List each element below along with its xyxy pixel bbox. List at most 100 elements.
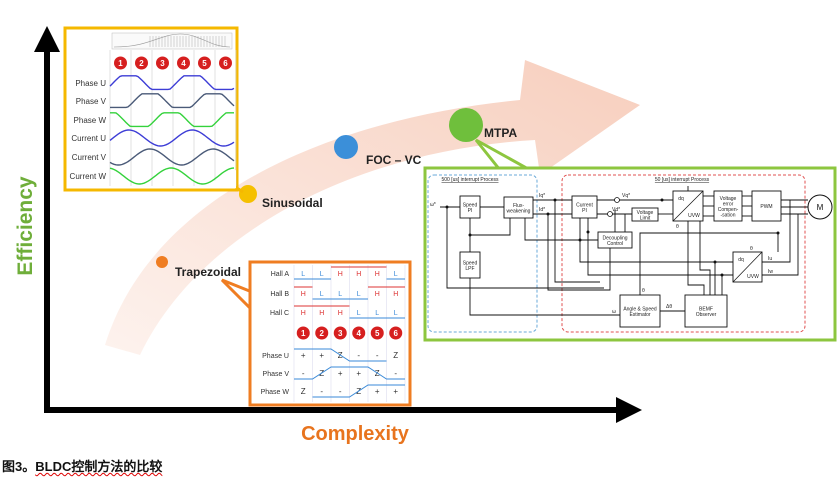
hall-value: L xyxy=(357,291,361,298)
phase-value: - xyxy=(320,387,323,396)
signal-iq-ref: Iq* xyxy=(539,193,545,199)
step-number: 2 xyxy=(320,329,325,338)
angle-speed-estimator-block xyxy=(619,294,661,328)
phase-label: Phase V xyxy=(263,371,290,378)
phase-value: - xyxy=(376,351,379,360)
hall-value: H xyxy=(301,310,306,317)
figure-caption: 图3。BLDC控制方法的比较 xyxy=(2,456,162,475)
step-badge xyxy=(114,56,127,70)
decoupling-control-block-label: Control xyxy=(607,241,623,247)
angle-speed-estimator-block-label: Angle & Speed xyxy=(623,306,657,312)
step-badge xyxy=(198,56,211,70)
step-badge xyxy=(370,326,384,340)
voltage-limit-block xyxy=(631,207,659,222)
phase-value: - xyxy=(302,369,305,378)
signal-id-ref: Id* xyxy=(539,207,545,213)
bemf-observer-block-label: BEMF xyxy=(699,306,713,312)
hall-value: L xyxy=(375,310,379,317)
hall-value: H xyxy=(319,310,324,317)
voltage-error-compensation-block-label: Voltage xyxy=(720,196,737,202)
signal-delta-theta: Δθ xyxy=(666,304,672,310)
hall-label: Hall B xyxy=(270,291,289,298)
flux-weakening-block xyxy=(503,196,534,219)
phase-trace xyxy=(294,348,387,362)
pwm-block-label: PWM xyxy=(760,204,772,210)
speed-lpf-block-label: Speed xyxy=(463,260,478,266)
y-axis-arrowhead xyxy=(34,26,60,52)
flux-weakening-block-label: weakening xyxy=(507,208,531,214)
step-number: 5 xyxy=(202,59,207,68)
pwm-block xyxy=(751,190,782,222)
phase-value: + xyxy=(375,387,380,396)
caption-text: BLDC控制方法的比较 xyxy=(35,459,163,474)
row-label: Current U xyxy=(71,134,106,143)
flux-weakening-block-label: Flux- xyxy=(513,203,524,209)
pwm-strip xyxy=(113,33,231,48)
trapezoidal-label: Trapezoidal xyxy=(175,265,241,279)
bemf-observer-block-label: Observer xyxy=(696,312,717,318)
step-badge xyxy=(177,56,190,70)
current-pi-block xyxy=(571,195,598,219)
signal-vd-ref: Vd* xyxy=(612,207,620,213)
phase-value: - xyxy=(339,387,342,396)
step-number: 4 xyxy=(181,59,186,68)
row-label: Phase U xyxy=(75,79,106,88)
hall-value: L xyxy=(394,310,398,317)
sinusoidal-grid xyxy=(109,50,237,186)
row-label: Current V xyxy=(72,153,107,162)
hall-label: Hall A xyxy=(271,271,290,278)
decoupling-control-block xyxy=(597,231,633,249)
region-50us xyxy=(561,174,806,333)
phase-trace xyxy=(312,384,405,398)
phase-value: + xyxy=(356,369,361,378)
voltage-error-compensation-block-label: error xyxy=(723,201,734,207)
hall-value: L xyxy=(357,310,361,317)
speed-lpf-block xyxy=(459,251,481,279)
waveform xyxy=(110,112,234,128)
phase-value: + xyxy=(338,369,343,378)
trapezoidal-dot xyxy=(156,256,168,268)
phase-value: - xyxy=(394,369,397,378)
voltage-limit-block-label: Voltage xyxy=(637,210,654,216)
hall-value: H xyxy=(338,271,343,278)
row-label: Current W xyxy=(70,172,107,181)
phase-value: Z xyxy=(393,351,398,360)
speed-pi-block-label: PI xyxy=(468,208,473,214)
hall-value: L xyxy=(320,271,324,278)
phase-value: - xyxy=(357,351,360,360)
hall-value: H xyxy=(301,291,306,298)
signal-theta: θ xyxy=(676,224,679,230)
waveform xyxy=(109,129,235,147)
summing-junction-d xyxy=(607,211,613,217)
step-badge xyxy=(389,326,403,340)
hall-value: L xyxy=(394,271,398,278)
step-badge xyxy=(315,326,329,340)
speed-pi-block xyxy=(459,195,481,219)
step-number: 1 xyxy=(301,329,306,338)
step-number: 1 xyxy=(118,59,123,68)
diagonal-divider xyxy=(732,251,763,283)
step-number: 4 xyxy=(357,329,362,338)
waveform xyxy=(109,167,235,185)
hall-value: H xyxy=(375,291,380,298)
summing-junction-q xyxy=(614,197,620,203)
step-badge xyxy=(352,326,366,340)
mtpa-panel: 500 [us] interrupt Process 50 [us] inter… xyxy=(423,166,837,342)
step-badge xyxy=(296,326,310,340)
diagonal-divider xyxy=(672,190,704,222)
mtpa-callout-pointer xyxy=(474,138,536,172)
current-pi-block-label: Current xyxy=(576,202,593,208)
hall-value: H xyxy=(356,271,361,278)
signal-iu: Iu xyxy=(768,256,772,262)
y-axis-label: Efficiency xyxy=(14,176,37,276)
sinusoidal-dot xyxy=(239,185,257,203)
phase-trace xyxy=(294,366,405,380)
speed-pi-block-label: Speed xyxy=(463,202,478,208)
step-badge xyxy=(135,56,148,70)
hall-value: H xyxy=(338,310,343,317)
hall-value: L xyxy=(320,291,324,298)
step-number: 3 xyxy=(338,329,343,338)
signal-omega: ω xyxy=(612,309,616,315)
